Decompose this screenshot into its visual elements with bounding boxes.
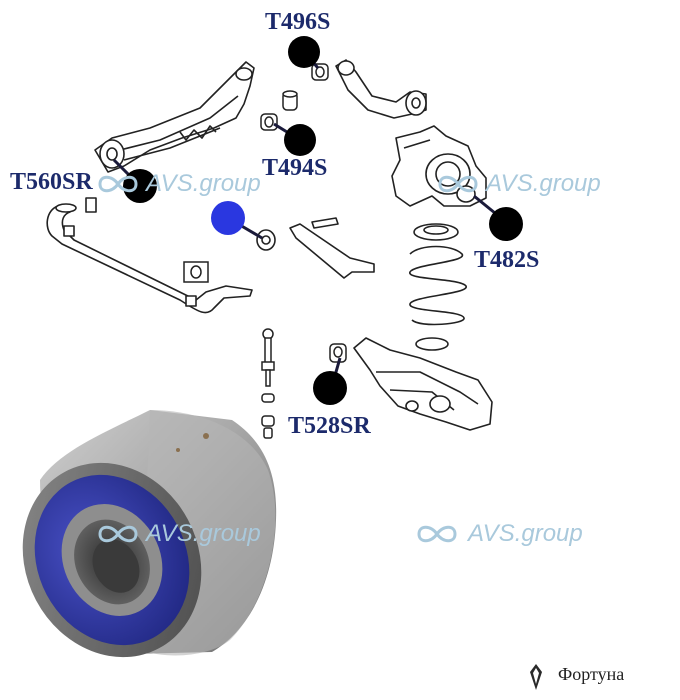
- watermark-text: AVS.group: [146, 520, 261, 547]
- toe-link: [256, 217, 375, 279]
- camber-arm: [335, 59, 427, 119]
- brand-name: Фортуна: [558, 664, 625, 684]
- watermark-left: AVS.group: [96, 170, 261, 198]
- marker-t482s: [489, 207, 523, 241]
- bushing-photo: [22, 410, 277, 658]
- infinity-icon: [417, 525, 457, 543]
- lower-arm: [353, 337, 493, 431]
- watermark-text: AVS.group: [486, 170, 601, 197]
- watermark-middle: AVS.group: [96, 520, 261, 548]
- watermark-text: AVS.group: [146, 170, 261, 197]
- label-t560sr: T560SR: [10, 169, 93, 195]
- watermark-right-bottom: AVS.group: [412, 520, 583, 548]
- label-t496s: T496S: [265, 9, 331, 35]
- upper-control-arm: [94, 61, 255, 173]
- marker-blue: [211, 201, 245, 235]
- label-t494s: T494S: [262, 155, 328, 181]
- watermark-right-top: AVS.group: [436, 170, 601, 198]
- knuckle: [391, 125, 487, 207]
- marker-t528sr: [313, 371, 347, 405]
- marker-t494s: [284, 124, 316, 156]
- label-t528sr: T528SR: [288, 413, 371, 439]
- marker-t496s: [288, 36, 320, 68]
- small-bushing-t496s: [311, 63, 329, 81]
- infinity-icon: [98, 175, 138, 193]
- lower-arm-bushing: [329, 343, 347, 363]
- stabilizer-bar: [46, 197, 253, 314]
- stabilizer-bushing: [183, 261, 209, 283]
- leader-lines: [112, 51, 507, 387]
- label-t482s: T482S: [474, 247, 540, 273]
- bushings-t494s: [260, 90, 298, 131]
- brand-logo-icon: [530, 664, 542, 690]
- brand: Фортуна: [540, 664, 624, 685]
- infinity-icon: [98, 525, 138, 543]
- watermark-text: AVS.group: [468, 520, 583, 547]
- coil-spring: [409, 223, 467, 351]
- infinity-icon: [438, 175, 478, 193]
- stabilizer-link: [261, 328, 275, 439]
